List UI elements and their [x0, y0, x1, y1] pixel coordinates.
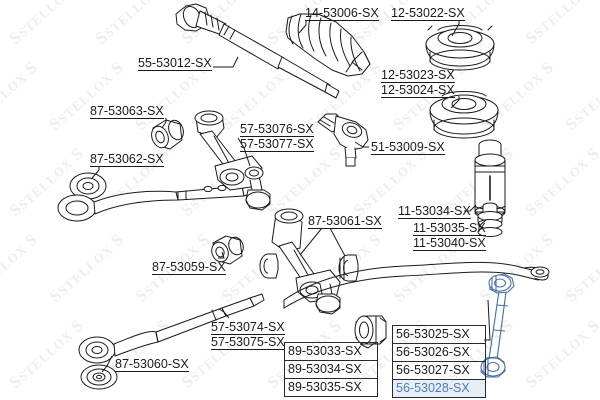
part-label: 57-53075-SX	[211, 335, 285, 350]
part-label: 14-53006-SX	[305, 6, 379, 21]
part-control-arm-lower-middle	[271, 208, 341, 315]
part-label: 87-53061-SX	[308, 214, 382, 229]
part-label: 87-53063-SX	[90, 104, 164, 119]
part-bushing-87-53062	[69, 172, 107, 200]
leader-lines	[91, 20, 491, 373]
part-label: 55-53012-SX	[138, 56, 212, 71]
part-outer-tie-rod-end	[317, 113, 369, 167]
part-label: 57-53076-SX	[240, 122, 314, 137]
part-label: 11-53035-SX	[413, 221, 486, 236]
part-label: 87-53062-SX	[90, 152, 164, 167]
part-number-row[interactable]: 89-53035-SX	[288, 380, 362, 394]
part-bushing-87-53063	[151, 119, 184, 150]
part-label: 87-53060-SX	[115, 357, 189, 372]
part-number-row[interactable]: 56-53026-SX	[393, 344, 485, 362]
part-number-row-selected[interactable]: 56-53028-SX	[393, 380, 485, 397]
part-bump-stop	[477, 202, 503, 237]
part-label: 87-53059-SX	[152, 260, 226, 275]
part-number-row[interactable]: 56-53025-SX	[393, 326, 485, 344]
part-bushing-87-53060	[80, 364, 118, 390]
part-label: 12-53024-SX	[381, 83, 455, 98]
part-bushings-87-53061	[259, 253, 359, 282]
part-inner-tie-rod	[175, 3, 340, 99]
part-label: 57-53074-SX	[211, 320, 285, 335]
part-control-arm-57-5307x	[194, 110, 271, 211]
part-steering-boot	[285, 13, 371, 77]
part-label: 11-53040-SX	[413, 236, 486, 251]
part-label: 57-53077-SX	[240, 137, 314, 152]
part-label: 12-53023-SX	[381, 68, 455, 83]
part-number-row[interactable]: 89-53034-SX	[285, 361, 377, 379]
part-label: 11-53034-SX	[398, 204, 471, 219]
part-label: 12-53022-SX	[391, 6, 465, 21]
part-number-row[interactable]: 56-53027-SX	[393, 362, 485, 380]
part-stabilizer-bar	[283, 261, 550, 309]
part-number-row[interactable]: 89-53033-SX	[285, 343, 377, 361]
part-stabilizer-link-highlighted	[480, 273, 515, 378]
part-strut-mount-upper	[425, 25, 495, 71]
part-label: 51-53009-SX	[371, 140, 445, 155]
part-stabilizer-bushing-89	[354, 315, 387, 345]
